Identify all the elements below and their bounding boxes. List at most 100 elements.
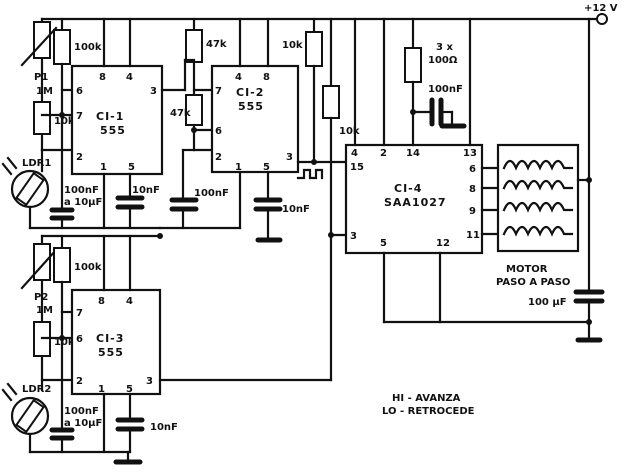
pot-p2-value: 1M [36,305,53,316]
stepper-motor: MOTOR PASO A PASO [480,143,592,288]
pot-p1-arrow [20,26,58,67]
pot-p1-name: P1 [34,72,48,83]
ci4-type: SAA1027 [384,196,447,209]
svg-text:6: 6 [76,86,83,97]
cap-10n-2-label: 10nF [282,204,310,215]
cap-100n-ci2-label: 100nF [194,188,229,199]
svg-text:3: 3 [150,86,157,97]
svg-text:4: 4 [351,148,358,159]
svg-text:9: 9 [469,206,476,217]
resistor-10k-1 [33,101,51,135]
square-wave-icon [296,168,324,180]
cap-100u-label: 100 μF [528,297,567,308]
ldr2-label: LDR2 [22,384,51,395]
motor-label-2: PASO A PASO [496,277,570,288]
svg-text:1: 1 [98,384,105,395]
supply-cap: 100 μF [528,289,605,343]
resistor-10k-ci4 [322,85,340,119]
svg-text:8: 8 [98,296,105,307]
ci2-network: 47k 47k 100nF [169,17,229,230]
resistor-100k-2-label: 100k [74,262,102,273]
ci3-chip: 8 4 7 6 3 2 1 5 CI-3 555 10nF [70,233,333,454]
resistor-10k-ci2 [305,31,323,67]
resistor-3x100 [404,47,422,83]
ci2-type: 555 [238,100,264,113]
svg-text:3: 3 [350,231,357,242]
supply-terminal [596,13,608,25]
cap-10n-3-label: 10nF [150,422,178,433]
resistor-3x100-value: 100Ω [428,55,458,66]
svg-text:11: 11 [466,230,480,241]
svg-text:8: 8 [99,72,106,83]
ci4-chip: 3 x 100Ω 100nF 4 2 14 13 15 6 8 9 11 3 5… [344,17,591,324]
svg-text:2: 2 [215,152,222,163]
svg-text:4: 4 [126,72,133,83]
motor-label-1: MOTOR [506,264,548,275]
svg-text:5: 5 [126,384,133,395]
cap-timing-3-range: a 10μF [64,418,102,429]
svg-text:3: 3 [286,152,293,163]
cap-timing-1-range: a 10μF [64,197,102,208]
svg-text:6: 6 [469,164,476,175]
ci1-name: CI-1 [96,110,124,123]
svg-text:7: 7 [76,308,83,319]
svg-text:8: 8 [469,184,476,195]
pot-p2-arrow [20,248,58,290]
cap-timing-1-label: 100nF [64,185,99,196]
legend-lo: LO - RETROCEDE [382,406,475,417]
supply-rail: +12 V [40,3,618,294]
cap-10n-1-label: 10nF [132,185,160,196]
pot-p1 [33,21,51,59]
svg-text:1: 1 [100,162,107,173]
resistor-47k-side-label: 47k [170,108,191,119]
legend: HI - AVANZA LO - RETROCEDE [382,393,475,417]
cap-100n-ci4-label: 100nF [428,84,463,95]
resistor-47k-top-label: 47k [206,39,227,50]
svg-text:5: 5 [380,238,387,249]
ci1-chip: 8 4 6 7 3 2 1 5 CI-1 555 10nF [70,17,187,230]
ci2-name: CI-2 [236,86,264,99]
svg-text:2: 2 [76,376,83,387]
ci3-name: CI-3 [96,332,124,345]
svg-text:6: 6 [76,334,83,345]
svg-text:1: 1 [235,162,242,173]
svg-text:8: 8 [263,72,270,83]
resistor-3x100-label: 3 x [436,42,453,53]
svg-text:5: 5 [128,162,135,173]
svg-text:12: 12 [436,238,450,249]
resistor-10k-ci2-label: 10k [282,40,303,51]
ci4-pullups: 10k 10k [282,17,360,382]
svg-text:14: 14 [406,148,420,159]
legend-hi: HI - AVANZA [392,393,461,404]
resistor-47k-top [185,29,203,63]
svg-text:5: 5 [263,162,270,173]
pot-p2-name: P2 [34,292,48,303]
supply-label: +12 V [584,3,618,14]
svg-text:4: 4 [235,72,242,83]
resistor-10k-1-label: 10k [54,116,75,127]
ci4-name: CI-4 [394,182,422,195]
svg-text:6: 6 [215,126,222,137]
pot-p1-value: 1M [36,86,53,97]
pot-p2 [33,243,51,281]
svg-text:4: 4 [126,296,133,307]
svg-text:3: 3 [146,376,153,387]
svg-text:13: 13 [463,148,477,159]
ci2-chip: 4 8 7 6 2 3 1 5 CI-2 555 10nF [158,17,348,243]
cap-timing-3-label: 100nF [64,406,99,417]
motor-coil-icon [502,159,574,237]
ldr1-label: LDR1 [22,158,51,169]
ci3-input-network: P2 1M 10k LDR2 100k 100nF a 10μF [1,234,162,465]
svg-text:2: 2 [380,148,387,159]
resistor-100k-2 [53,247,71,283]
ci1-type: 555 [100,124,126,137]
ci3-type: 555 [98,346,124,359]
svg-text:15: 15 [350,162,364,173]
resistor-100k-1-label: 100k [74,42,102,53]
svg-text:7: 7 [215,86,222,97]
resistor-10k-2-label: 10k [54,337,75,348]
ci1-input-network: P1 1M 10k LDR1 100k 100nF a 10μF [1,17,162,230]
resistor-100k-1 [53,29,71,65]
